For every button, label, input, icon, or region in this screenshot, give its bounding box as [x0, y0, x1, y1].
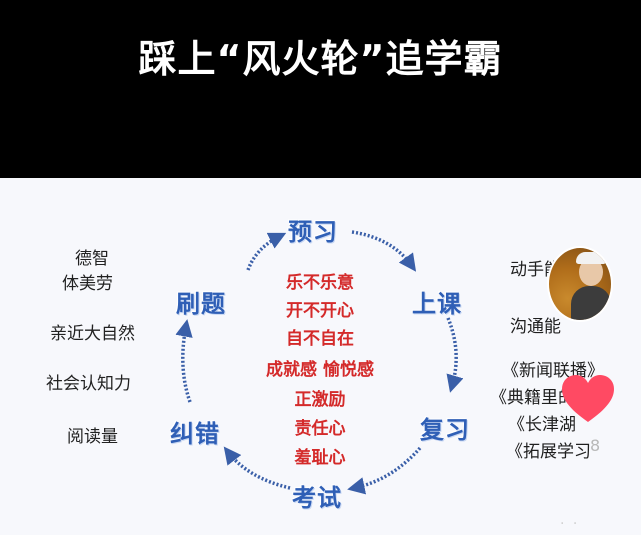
- center-item-shame: 羞耻心: [294, 448, 346, 468]
- stage-correct: 纠错: [170, 420, 220, 448]
- decorative-dots: · ·: [560, 516, 580, 532]
- avatar-photo[interactable]: [547, 246, 613, 322]
- heart-icon[interactable]: [560, 374, 616, 424]
- avatar-cap: [576, 252, 606, 264]
- left-item-pe-art: 体美劳: [62, 274, 113, 294]
- header-banner: 踩上“风火轮”追学霸: [0, 0, 641, 178]
- left-item-reading: 阅读量: [67, 427, 118, 447]
- content-panel: [0, 178, 641, 535]
- stage-review: 复习: [420, 416, 470, 444]
- stage-lesson: 上课: [412, 290, 462, 318]
- right-item-extended: 《拓展学习: [506, 442, 591, 462]
- page-title: 踩上“风火轮”追学霸: [138, 37, 503, 81]
- cycle-arrow-icon: [446, 317, 464, 393]
- stage-preview: 预习: [288, 218, 338, 246]
- right-item-communication: 沟通能: [510, 317, 561, 337]
- center-item-responsibility: 责任心: [294, 419, 346, 439]
- left-item-nature: 亲近大自然: [50, 324, 135, 344]
- cycle-arrow-icon: [246, 232, 287, 271]
- center-item-willing: 乐不乐意: [286, 273, 354, 293]
- avatar-body: [571, 286, 611, 320]
- center-item-achievement: 成就感 愉悦感: [266, 360, 374, 380]
- watermark-number: 8: [590, 436, 601, 455]
- cycle-arrow-icon: [347, 446, 422, 495]
- stage-practice: 刷题: [176, 290, 226, 318]
- left-item-moral: 德智: [75, 249, 109, 269]
- center-item-comfortable: 自不自在: [286, 329, 354, 349]
- cycle-arrow-icon: [351, 230, 417, 272]
- stage-exam: 考试: [292, 484, 342, 512]
- center-item-encourage: 正激励: [294, 390, 346, 410]
- right-item-classics: 《典籍里的: [490, 388, 575, 408]
- cycle-arrow-icon: [175, 319, 193, 403]
- right-item-movie: 《长津湖: [508, 415, 576, 435]
- center-item-happy: 开不开心: [286, 301, 354, 321]
- left-item-society: 社会认知力: [46, 374, 131, 394]
